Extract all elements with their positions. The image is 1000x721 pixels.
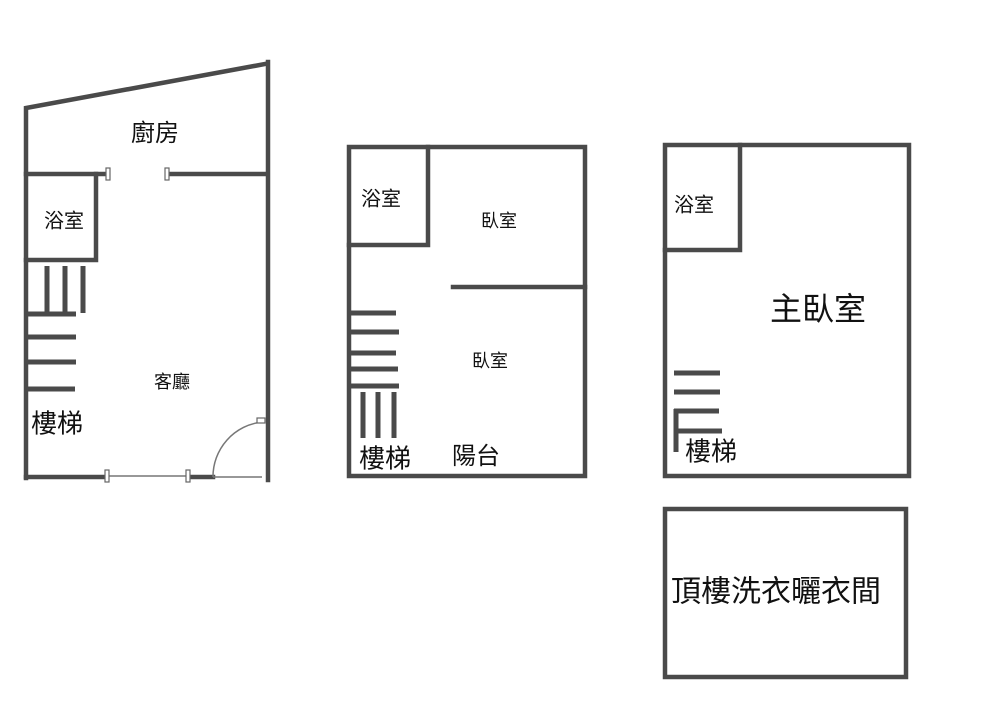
outer-wall (662, 506, 909, 680)
rooftop-plan: 頂樓洗衣曬衣間 (662, 506, 909, 680)
bathroom-wall (662, 142, 743, 253)
room-label-balcony: 陽台 (452, 442, 500, 470)
door-post (105, 167, 111, 181)
door-swing (212, 421, 263, 478)
window-post (104, 469, 110, 483)
room-label-kitchen: 廚房 (131, 119, 179, 147)
floor-1-plan: 廚房 浴室 客廳 樓梯 (23, 59, 271, 483)
room-label-stairs: 樓梯 (685, 438, 737, 468)
room-label-bathroom: 浴室 (674, 193, 714, 217)
door-post (256, 417, 266, 424)
window-post (185, 469, 191, 483)
room-label-bedroom: 臥室 (481, 211, 517, 232)
door-post (164, 167, 170, 181)
room-label-master-bedroom: 主臥室 (770, 290, 866, 328)
room-label-laundry-room: 頂樓洗衣曬衣間 (671, 575, 881, 610)
stairs-icon (26, 266, 86, 392)
floor-3-plan: 浴室 主臥室 樓梯 (662, 142, 912, 479)
room-label-stairs: 樓梯 (31, 410, 83, 440)
floor-2-plan: 浴室 臥室 臥室 樓梯 陽台 (346, 144, 588, 479)
outer-wall (662, 142, 912, 479)
bathroom-wall (346, 144, 431, 248)
room-label-bathroom: 浴室 (44, 209, 84, 233)
room-label-bathroom: 浴室 (361, 187, 401, 211)
room-label-stairs: 樓梯 (359, 445, 411, 475)
bathroom-wall (23, 171, 99, 263)
stairs-icon (349, 310, 399, 438)
room-label-bedroom: 臥室 (472, 351, 508, 372)
wall (23, 61, 268, 481)
stairs-icon (673, 370, 722, 452)
room-label-living-room: 客廳 (154, 372, 190, 393)
